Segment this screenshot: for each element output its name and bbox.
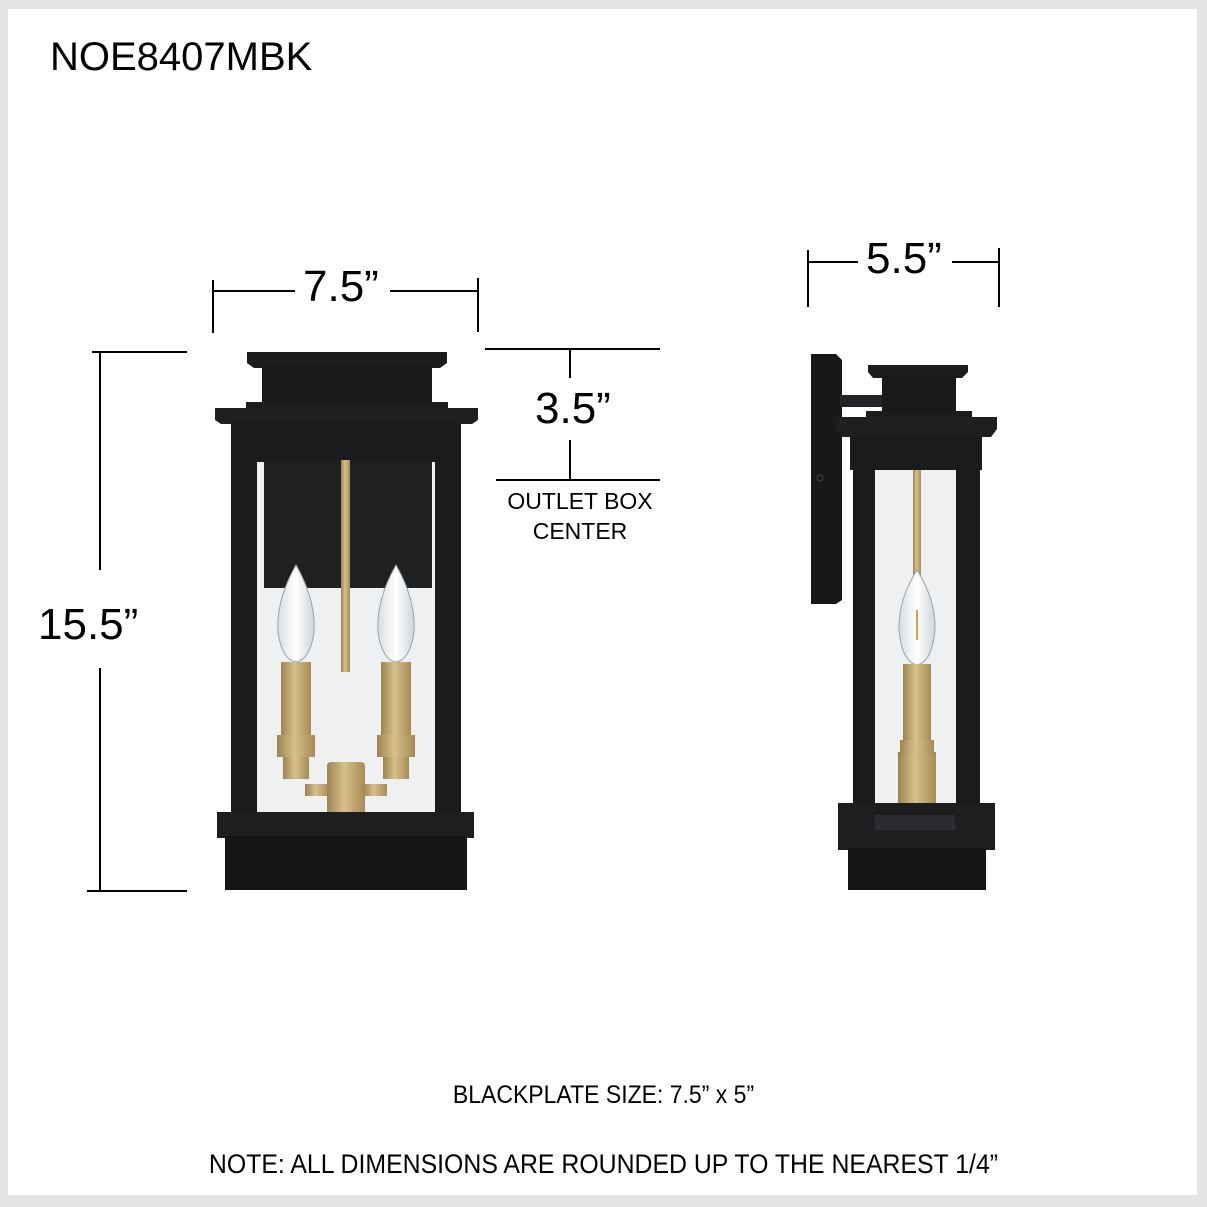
side-depth-label: 5.5” <box>866 234 942 283</box>
front-width-label: 7.5” <box>303 262 379 311</box>
outlet-box-caption: OUTLET BOX CENTER <box>490 487 670 547</box>
front-bulb-left <box>277 563 315 779</box>
outlet-caption-line1: OUTLET BOX <box>507 488 653 514</box>
backplate-size: BLACKPLATE SIZE: 7.5” x 5” <box>452 1081 755 1109</box>
height-label: 15.5” <box>38 600 139 649</box>
height-dimension <box>87 351 187 892</box>
outlet-caption-line2: CENTER <box>532 517 628 544</box>
model-number: NOE8407MBK <box>50 35 313 79</box>
spec-sheet <box>8 9 1197 1195</box>
side-depth-dimension <box>807 248 1000 307</box>
rounding-note: NOTE: ALL DIMENSIONS ARE ROUNDED UP TO T… <box>208 1149 999 1179</box>
front-bulb-right <box>377 563 415 779</box>
side-lantern <box>811 354 997 890</box>
front-width-dimension <box>212 278 479 333</box>
outlet-offset-label: 3.5” <box>535 384 611 433</box>
front-lantern <box>215 352 478 890</box>
outlet-box-dimension <box>485 348 660 481</box>
